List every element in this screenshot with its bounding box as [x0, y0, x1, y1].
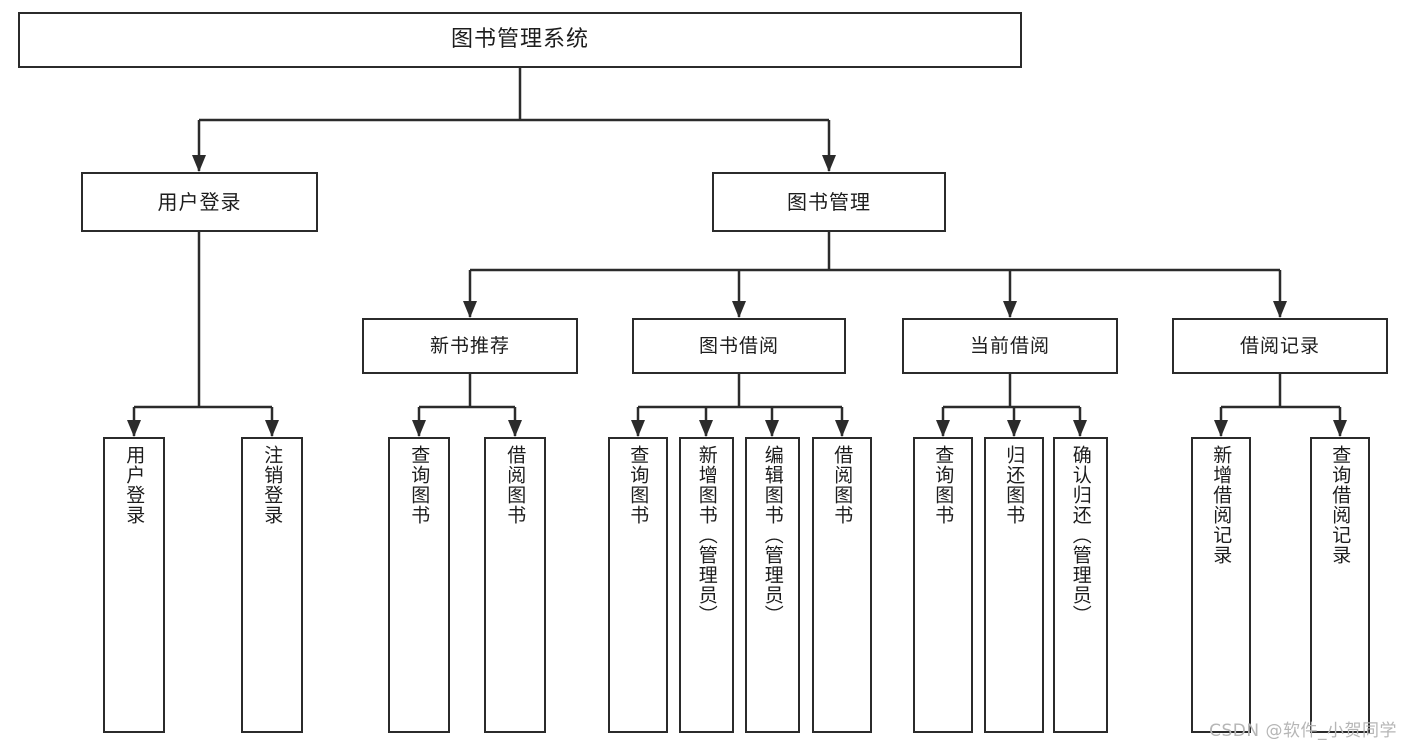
- node-leaf-user-logout[interactable]: 注销登录: [241, 437, 303, 733]
- node-root-label: 图书管理系统: [450, 26, 589, 52]
- node-leaf-borrow-book[interactable]: 借阅图书: [812, 437, 872, 733]
- node-user-login-label: 用户登录: [157, 190, 242, 214]
- node-leaf-query-book-recommend-label: 查询图书: [408, 445, 431, 525]
- node-leaf-borrow-book-recommend-label: 借阅图书: [504, 445, 527, 525]
- node-leaf-user-logout-label: 注销登录: [261, 445, 284, 525]
- node-leaf-query-book-label: 查询图书: [627, 445, 650, 525]
- node-book-management[interactable]: 图书管理: [712, 172, 946, 232]
- node-leaf-query-borrow-record[interactable]: 查询借阅记录: [1310, 437, 1370, 733]
- node-book-borrow-label: 图书借阅: [698, 334, 779, 357]
- node-current-borrow-label: 当前借阅: [969, 334, 1050, 357]
- node-leaf-query-book-recommend[interactable]: 查询图书: [388, 437, 450, 733]
- node-leaf-query-borrow-record-label: 查询借阅记录: [1329, 445, 1352, 565]
- node-borrow-record[interactable]: 借阅记录: [1172, 318, 1388, 374]
- node-user-login[interactable]: 用户登录: [81, 172, 318, 232]
- node-leaf-add-book-admin-label: 新增图书（管理员）: [695, 445, 718, 625]
- node-book-management-label: 图书管理: [787, 190, 871, 214]
- node-leaf-query-book-current-label: 查询图书: [932, 445, 955, 525]
- node-leaf-edit-book-admin-label: 编辑图书（管理员）: [761, 445, 784, 625]
- node-leaf-query-book-current[interactable]: 查询图书: [913, 437, 973, 733]
- node-root[interactable]: 图书管理系统: [18, 12, 1022, 68]
- node-leaf-edit-book-admin[interactable]: 编辑图书（管理员）: [745, 437, 800, 733]
- node-book-borrow[interactable]: 图书借阅: [632, 318, 846, 374]
- node-leaf-return-book[interactable]: 归还图书: [984, 437, 1044, 733]
- node-leaf-confirm-return-admin[interactable]: 确认归还（管理员）: [1053, 437, 1108, 733]
- node-borrow-record-label: 借阅记录: [1239, 334, 1320, 357]
- node-leaf-borrow-book-recommend[interactable]: 借阅图书: [484, 437, 546, 733]
- node-leaf-confirm-return-admin-label: 确认归还（管理员）: [1069, 445, 1092, 625]
- node-leaf-add-borrow-record[interactable]: 新增借阅记录: [1191, 437, 1251, 733]
- node-leaf-user-login[interactable]: 用户登录: [103, 437, 165, 733]
- node-new-book-recommend[interactable]: 新书推荐: [362, 318, 578, 374]
- node-leaf-user-login-label: 用户登录: [123, 445, 146, 525]
- node-current-borrow[interactable]: 当前借阅: [902, 318, 1118, 374]
- node-new-book-recommend-label: 新书推荐: [429, 334, 510, 357]
- node-leaf-add-book-admin[interactable]: 新增图书（管理员）: [679, 437, 734, 733]
- watermark-text: CSDN @软件_小贺同学: [1209, 721, 1397, 741]
- node-leaf-add-borrow-record-label: 新增借阅记录: [1210, 445, 1233, 565]
- node-leaf-return-book-label: 归还图书: [1003, 445, 1026, 525]
- node-leaf-query-book[interactable]: 查询图书: [608, 437, 668, 733]
- node-leaf-borrow-book-label: 借阅图书: [831, 445, 854, 525]
